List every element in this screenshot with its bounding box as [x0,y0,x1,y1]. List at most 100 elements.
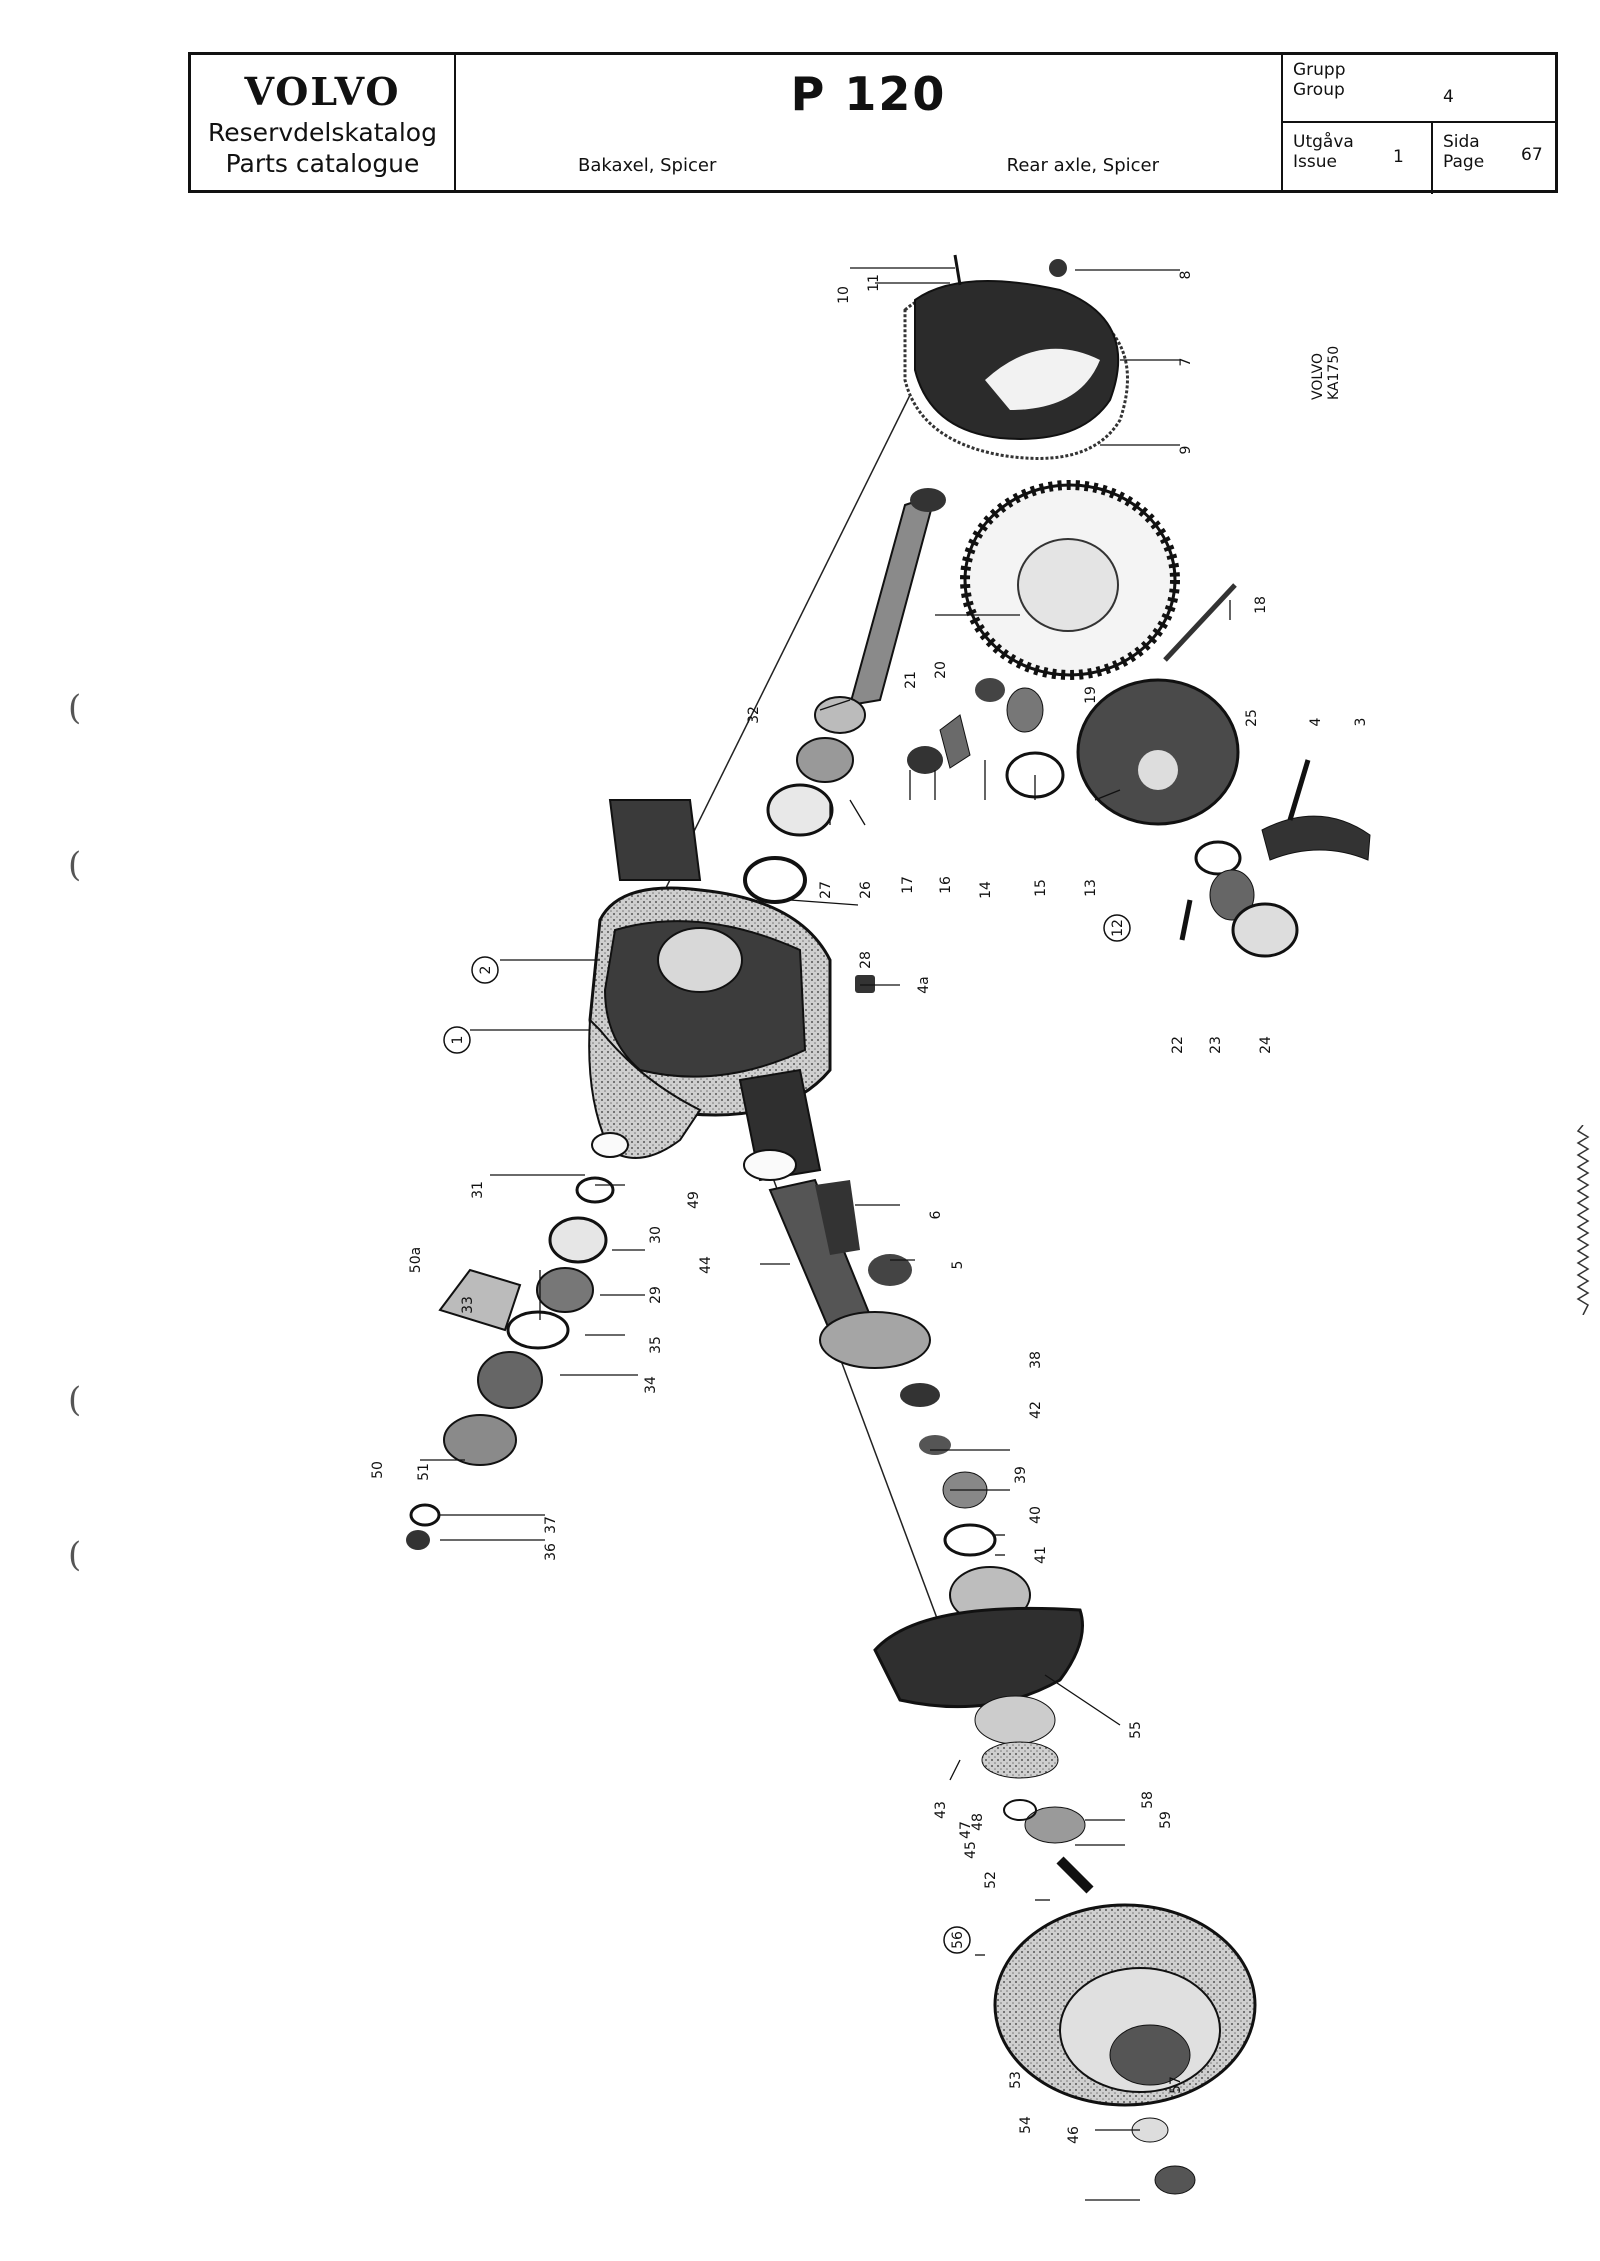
callout-28: 28 [858,951,874,969]
callout-text: 59 [1158,1811,1174,1829]
callout-text: 27 [818,881,834,899]
callout-34: 34 [643,1376,659,1394]
carrier-bearing-parts [1179,759,1371,958]
callout-text: 53 [1008,2071,1024,2089]
ring-gear [960,480,1180,680]
callout-4a: 4a [916,976,932,994]
callout-text: 6 [928,1210,944,1219]
brand-cell: VOLVO Reservdelskatalog Parts catalogue [191,55,456,190]
callout-49: 49 [686,1191,702,1209]
meta-cell: Grupp Group 4 Utgåva Issue 1 Sida Page 6… [1283,55,1555,194]
pinion-shaft [848,488,946,707]
stamp-line-2: KA1750 [1326,346,1342,400]
callout-text: 28 [858,951,874,969]
callout-51: 51 [416,1463,432,1481]
callout-17: 17 [900,876,916,894]
callout-32: 32 [746,706,762,724]
drawing-stamp: VOLVO KA1750 [1310,346,1342,400]
callout-text: 4 [1308,717,1324,726]
callout-24: 24 [1258,1036,1274,1054]
callout-50: 50 [370,1461,386,1479]
callout-text: 58 [1140,1791,1156,1809]
callout-18: 18 [1253,596,1269,614]
callout-text: 15 [1033,879,1049,897]
binder-mark: ( [68,1380,82,1420]
callout-52: 52 [983,1871,999,1889]
callout-text: 50 [370,1461,386,1479]
group-label-sv: Grupp [1293,60,1346,80]
pinion-flange-stack [406,1176,615,1550]
callout-37: 37 [543,1516,559,1534]
callout-text: 19 [1083,686,1099,704]
callout-text: 22 [1170,1036,1186,1054]
callout-47: 47 [958,1821,974,1839]
callout-text: 50a [408,1247,424,1273]
callout-21: 21 [903,671,919,689]
callout-29: 29 [648,1286,664,1304]
callout-text: 11 [866,274,882,292]
callout-54: 54 [1018,2116,1034,2134]
callout-text: 16 [938,876,954,894]
callout-58: 58 [1140,1791,1156,1809]
callout-text: 2 [478,966,494,975]
callout-56: 56 [943,1926,971,1954]
group-box: Grupp Group 4 [1283,55,1555,123]
group-label-en: Group [1293,79,1345,100]
callout-text: 13 [1083,879,1099,897]
callout-text: 5 [950,1261,966,1270]
callout-45: 45 [963,1841,979,1859]
catalog-title-sv: Reservdelskatalog [208,118,437,147]
page-box: Sida Page 67 [1433,123,1555,194]
callout-text: 17 [900,876,916,894]
callout-text: 29 [648,1286,664,1304]
catalog-header: VOLVO Reservdelskatalog Parts catalogue … [188,52,1558,194]
callout-53: 53 [1008,2071,1024,2089]
callout-text: 4a [916,976,932,994]
binder-mark: ( [68,845,82,885]
callout-text: 37 [543,1516,559,1534]
callout-2: 2 [471,956,499,984]
callout-13: 13 [1083,879,1099,897]
callout-text: 25 [1244,709,1260,727]
issue-label-sv: Utgåva [1293,132,1354,152]
callout-4: 4 [1308,717,1324,726]
callout-40: 40 [1028,1506,1044,1524]
callout-text: 9 [1178,446,1194,455]
callout-6: 6 [928,1210,944,1219]
callout-36: 36 [543,1543,559,1561]
callout-1: 1 [443,1026,471,1054]
axle-housing-center [588,799,875,1182]
callout-42: 42 [1028,1401,1044,1419]
callout-text: 43 [933,1801,949,1819]
callout-text: 30 [648,1226,664,1244]
callout-15: 15 [1033,879,1049,897]
callout-text: 8 [1178,271,1194,280]
page-label-en: Page [1443,151,1485,172]
callout-10: 10 [836,286,852,304]
callout-16: 16 [938,876,954,894]
section-title-sv: Bakaxel, Spicer [578,155,717,176]
callout-38: 38 [1028,1351,1044,1369]
callout-text: 12 [1110,919,1126,937]
scan-edge-artifact [1576,1125,1590,1315]
callout-text: 52 [983,1871,999,1889]
callout-8: 8 [1178,271,1194,280]
callout-text: 48 [970,1813,986,1831]
callout-text: 26 [858,881,874,899]
callout-text: 44 [698,1256,714,1274]
callout-text: 46 [1066,2126,1082,2144]
group-value: 4 [1443,87,1454,107]
callout-50a: 50a [408,1247,424,1273]
callout-27: 27 [818,881,834,899]
binder-mark: ( [68,688,82,728]
title-cell: P 120 Bakaxel, Spicer Rear axle, Spicer [456,55,1283,190]
callout-text: 20 [933,661,949,679]
callout-33: 33 [460,1296,476,1314]
axle-tube [768,1178,931,1369]
callout-7: 7 [1178,358,1194,367]
callout-20: 20 [933,661,949,679]
volvo-logo: VOLVO [244,69,401,114]
callout-5: 5 [950,1261,966,1270]
callout-text: 54 [1018,2116,1034,2134]
